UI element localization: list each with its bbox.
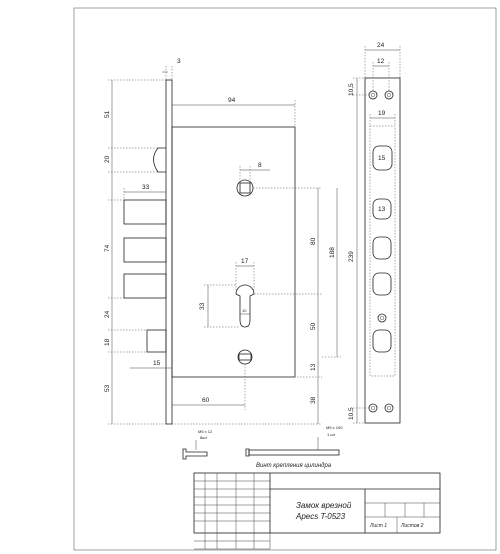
deadbolt-opening-2 bbox=[372, 236, 392, 260]
dim-13b: 13 bbox=[378, 206, 386, 213]
screw-short bbox=[182, 448, 208, 460]
dim-60: 60 bbox=[202, 397, 210, 404]
dim-80: 80 bbox=[310, 237, 317, 245]
screw-caption: Винт крепления цилиндра bbox=[256, 463, 332, 469]
dim-18: 18 bbox=[104, 338, 111, 346]
dim-50: 50 bbox=[310, 322, 317, 330]
lower-latch-opening bbox=[372, 329, 392, 353]
sheet-number: Лист 1 bbox=[369, 523, 387, 529]
sheet-count: Листов 2 bbox=[400, 523, 424, 529]
dim-53: 53 bbox=[104, 384, 111, 392]
dim-51: 51 bbox=[104, 110, 111, 118]
dim-33a: 33 bbox=[142, 184, 150, 191]
dim-8: 8 bbox=[258, 162, 262, 169]
dim-10: 10 bbox=[242, 308, 247, 313]
dim-33b: 33 bbox=[199, 302, 206, 310]
title-block: Замок врезной Apecs T-0523 Лист 1 Листов… bbox=[193, 472, 441, 550]
drawing-frame bbox=[73, 7, 497, 551]
faceplate bbox=[165, 79, 173, 425]
lower-latch bbox=[146, 329, 167, 353]
screw-hole-top-1 bbox=[368, 90, 378, 100]
dim-10-5-bottom: 10,5 bbox=[348, 407, 355, 420]
screw-hole-bottom-2 bbox=[384, 403, 394, 413]
spindle-square bbox=[239, 182, 251, 194]
faceplate-dimensions bbox=[353, 46, 401, 424]
center-screw-hole bbox=[377, 313, 387, 323]
lower-spindle-hole bbox=[237, 349, 253, 365]
latch-opening bbox=[372, 145, 393, 171]
deadbolt-opening-1 bbox=[372, 198, 392, 220]
dim-20: 20 bbox=[104, 155, 111, 163]
latch-bolt bbox=[153, 147, 166, 173]
screw-hole-top-2 bbox=[384, 90, 394, 100]
screw-short-spec: M5 x 12 bbox=[198, 429, 213, 434]
dim-12: 12 bbox=[377, 58, 385, 65]
front-dimension-labels: 3 94 51 20 33 8 74 80 188 17 33 10 24 50… bbox=[104, 58, 336, 404]
deadbolt-1 bbox=[123, 199, 167, 225]
screws: M5 x 12 8шт M5 x 100 1 шт Винт крепления… bbox=[182, 425, 343, 469]
dim-94: 94 bbox=[228, 97, 236, 104]
dim-188: 188 bbox=[329, 247, 336, 258]
cylinder-cutout bbox=[235, 284, 255, 328]
screw-long-spec: M5 x 100 bbox=[326, 425, 343, 430]
faceplate-view bbox=[364, 77, 401, 424]
dim-17: 17 bbox=[241, 258, 249, 265]
dim-3: 3 bbox=[177, 58, 181, 65]
dim-10-5-top: 10,5 bbox=[348, 83, 355, 96]
screw-long-qty: 1 шт bbox=[327, 432, 336, 437]
dim-24a: 24 bbox=[104, 310, 111, 318]
title-line-1: Замок врезной bbox=[296, 501, 352, 510]
dim-239: 239 bbox=[348, 251, 355, 262]
dim-13a: 13 bbox=[310, 363, 317, 371]
spindle-hole bbox=[236, 179, 254, 197]
faceplate-inner-outline bbox=[369, 125, 396, 377]
lock-case bbox=[171, 126, 296, 378]
front-view bbox=[123, 79, 296, 425]
dim-74: 74 bbox=[104, 244, 111, 252]
faceplate-dimension-labels: 24 12 10,5 19 239 15 13 10,5 bbox=[348, 42, 386, 420]
dim-38: 38 bbox=[310, 396, 317, 404]
deadbolt-2 bbox=[123, 237, 167, 263]
front-dimensions bbox=[108, 66, 341, 425]
dim-19: 19 bbox=[378, 110, 386, 117]
deadbolt-opening-3 bbox=[372, 272, 392, 296]
screw-long bbox=[248, 449, 340, 456]
title-line-2: Apecs T-0523 bbox=[295, 512, 346, 521]
screw-hole-bottom-1 bbox=[368, 403, 378, 413]
lower-spindle-slot bbox=[238, 353, 252, 361]
screw-short-qty: 8шт bbox=[200, 435, 207, 440]
faceplate-strip bbox=[364, 77, 401, 424]
dim-24b: 24 bbox=[377, 42, 385, 49]
dim-15a: 15 bbox=[153, 360, 161, 367]
dim-15b: 15 bbox=[378, 155, 386, 162]
deadbolt-3 bbox=[123, 273, 167, 299]
